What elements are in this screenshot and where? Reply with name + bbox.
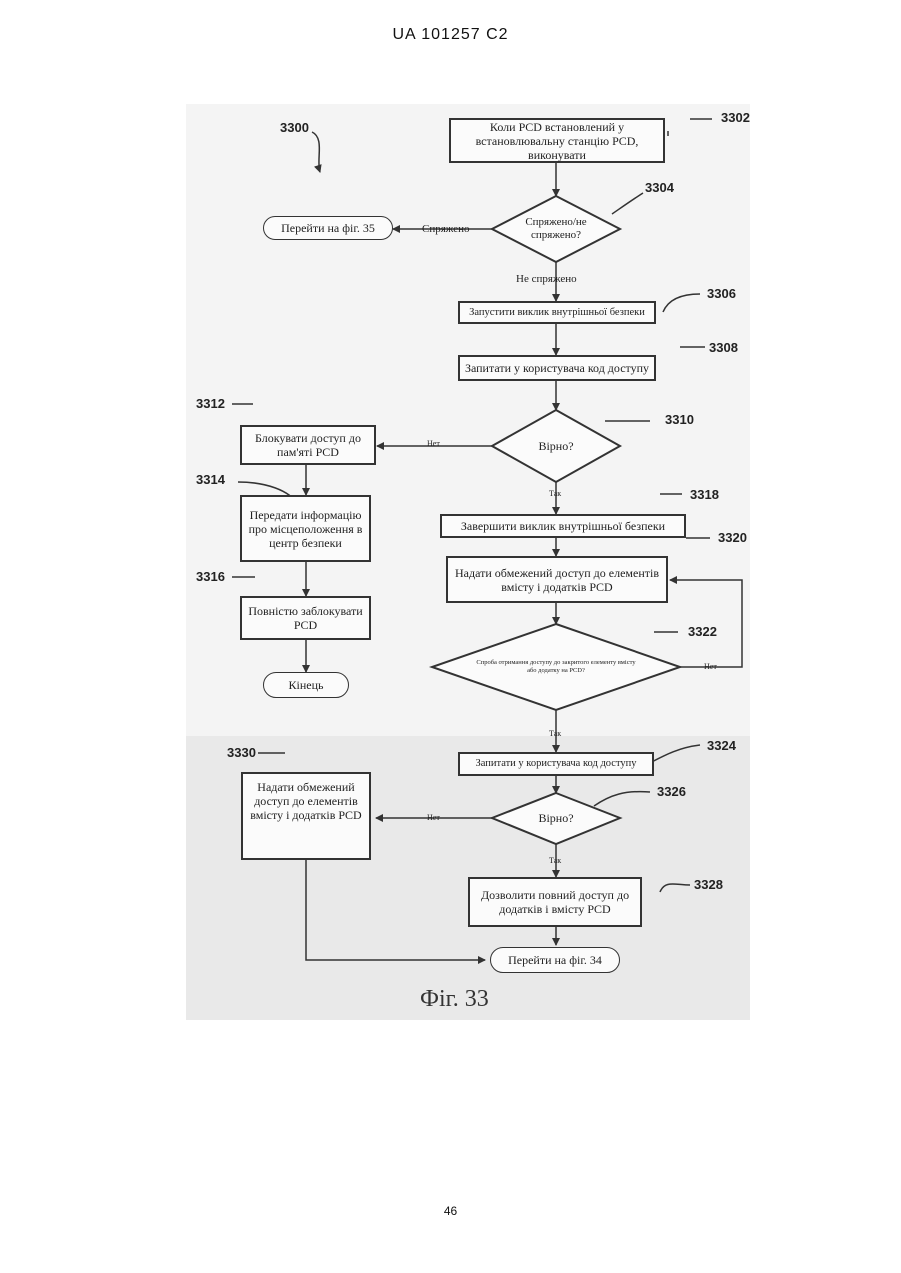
step-limited-access-2: Надати обмежений доступ до елементів вмі…	[241, 772, 371, 860]
ref-3324: 3324	[707, 738, 736, 753]
edge-label-paired: Спряжено	[422, 223, 470, 235]
step-limited-access: Надати обмежений доступ до елементів вмі…	[446, 556, 668, 603]
step-full-lock: Повністю заблокувати PCD	[240, 596, 371, 640]
ref-3300-pointer	[312, 132, 320, 172]
decision-correct2-text: Вірно?	[516, 806, 596, 830]
ref-3330: 3330	[227, 745, 256, 760]
decision-try-access-text: Спроба отримання доступу до закритого ел…	[476, 652, 636, 682]
decision-paired-text: Спряжено/не спряжено?	[510, 212, 602, 246]
step-end-security-call: Завершити виклик внутрішньої безпеки	[440, 514, 686, 538]
edge-label-no-2: Нет	[704, 662, 717, 671]
ref-3304: 3304	[645, 180, 674, 195]
step-start-security-call: Запустити виклик внутрішньої безпеки	[458, 301, 656, 324]
page-number: 46	[0, 1204, 901, 1218]
terminal-end: Кінець	[263, 672, 349, 698]
step-send-location: Передати інформацію про місцеположення в…	[240, 495, 371, 562]
ref-3320: 3320	[718, 530, 747, 545]
ref-3322: 3322	[688, 624, 717, 639]
edge-limited2-goto34	[306, 860, 485, 960]
ref-3328: 3328	[694, 877, 723, 892]
edge-label-no-3: Нет	[427, 813, 440, 822]
ref-3308: 3308	[709, 340, 738, 355]
ref-3326: 3326	[657, 784, 686, 799]
edge-label-yes-1: Так	[549, 489, 561, 498]
step-allow-full-access: Дозволити повний доступ до додатків і вм…	[468, 877, 642, 927]
ref-3300: 3300	[280, 120, 309, 135]
figure-caption: Фіг. 33	[420, 986, 489, 1013]
edge-label-yes-3: Так	[549, 856, 561, 865]
step-ask-access-code-2: Запитати у користувача код доступу	[458, 752, 654, 776]
ref-3302: 3302	[721, 110, 750, 125]
step-ask-access-code-1: Запитати у користувача код доступу	[458, 355, 656, 381]
ref-3314: 3314	[196, 472, 225, 487]
ref-3306: 3306	[707, 286, 736, 301]
step-block-memory: Блокувати доступ до пам'яті PCD	[240, 425, 376, 465]
terminal-goto-fig34: Перейти на фіг. 34	[490, 947, 620, 973]
ref-3316: 3316	[196, 569, 225, 584]
ref-3318: 3318	[690, 487, 719, 502]
edge-label-yes-2: Так	[549, 729, 561, 738]
edge-label-no-1: Нет	[427, 439, 440, 448]
step-start-when-installed: Коли PCD встановлений у встановлювальну …	[449, 118, 665, 163]
terminal-goto-fig35: Перейти на фіг. 35	[263, 216, 393, 240]
ref-3310: 3310	[665, 412, 694, 427]
decision-correct1-text: Вірно?	[516, 432, 596, 460]
ref-3312: 3312	[196, 396, 225, 411]
edge-label-not-paired: Не спряжено	[516, 273, 577, 285]
